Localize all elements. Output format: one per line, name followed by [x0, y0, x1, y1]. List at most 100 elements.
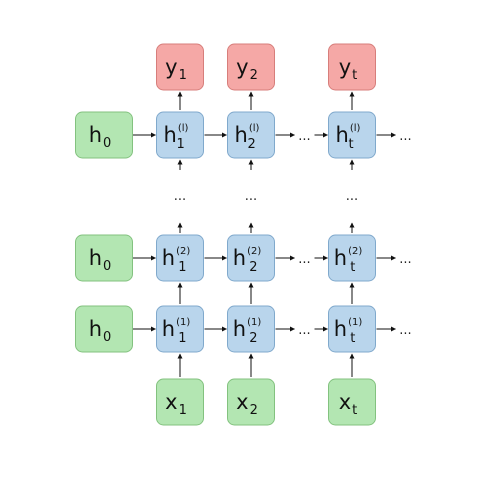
input-label: x1: [165, 390, 187, 418]
input-symbol: x: [165, 390, 177, 414]
hidden-state-symbol: h: [235, 123, 248, 147]
connection-arrows: [133, 91, 396, 377]
hidden-state-symbol: h: [336, 123, 349, 147]
hidden-state-label: h(l) 1: [164, 123, 189, 152]
output-label: yt: [339, 55, 358, 83]
hidden-state-symbol: h: [233, 246, 246, 270]
input-node-box: [328, 378, 376, 426]
input-node: x1: [156, 378, 204, 426]
hidden-state-symbol: h: [233, 317, 246, 341]
hidden-state-label: h(2)1: [162, 246, 191, 275]
layer-ellipsis: ...: [346, 189, 358, 204]
initial-state-subscript: 0: [103, 259, 111, 274]
output-label: y1: [165, 55, 187, 83]
time-ellipsis: ...: [399, 129, 411, 144]
ellipsis-marks: ...........................: [174, 129, 412, 338]
hidden-state-subscript: t: [348, 137, 353, 152]
time-ellipsis: ...: [399, 252, 411, 267]
output-node: y1: [156, 43, 204, 91]
input-subscript: t: [352, 403, 357, 418]
hidden-state-symbol: h: [162, 317, 175, 341]
hidden-state-label: h(l) 2: [235, 123, 260, 152]
initial-state-symbol: h: [89, 246, 102, 270]
output-subscript: t: [352, 68, 357, 83]
layer-ellipsis: ...: [245, 189, 257, 204]
output-subscript: 1: [179, 68, 187, 83]
hidden-state-superscript: (1): [176, 317, 190, 328]
hidden-state-superscript: (l): [178, 123, 189, 134]
hidden-state-node: h(2)1: [156, 234, 204, 282]
hidden-state-subscript: 1: [176, 137, 184, 152]
initial-state-label: h0: [89, 123, 112, 151]
hidden-state-node: h(1) 1: [156, 305, 204, 353]
hidden-state-superscript: (1): [247, 317, 261, 328]
hidden-state-superscript: (l): [249, 123, 260, 134]
hidden-state-node: h(l) 2: [227, 111, 275, 159]
hidden-state-symbol: h: [334, 246, 347, 270]
input-label: xt: [339, 390, 358, 418]
hidden-state-label: h(1) 2: [233, 317, 262, 346]
initial-state-node: h0: [75, 234, 133, 282]
output-symbol: y: [339, 55, 351, 79]
output-node-box: [328, 43, 376, 91]
input-node-box: [227, 378, 275, 426]
hidden-state-node-box: [328, 305, 376, 353]
initial-state-node: h0: [75, 305, 133, 353]
input-subscript: 2: [250, 403, 258, 418]
hidden-state-superscript: (2): [348, 246, 362, 257]
hidden-state-subscript: 2: [249, 260, 257, 275]
input-symbol: x: [339, 390, 351, 414]
hidden-state-node: h(1) t: [328, 305, 376, 353]
hidden-state-subscript: 2: [247, 137, 255, 152]
hidden-state-label: h(1) t: [334, 317, 363, 346]
hidden-state-label: h(2) 2: [233, 246, 262, 275]
hidden-state-superscript: (2): [247, 246, 261, 257]
time-ellipsis: ...: [399, 323, 411, 338]
hidden-state-superscript: (2): [176, 246, 190, 257]
input-node: xt: [328, 378, 376, 426]
hidden-state-label: h(2) t: [334, 246, 363, 275]
hidden-state-superscript: (l): [350, 123, 361, 134]
output-symbol: y: [165, 55, 177, 79]
hidden-state-symbol: h: [334, 317, 347, 341]
hidden-state-symbol: h: [164, 123, 177, 147]
initial-state-node-box: [75, 234, 133, 282]
input-label: x2: [236, 390, 258, 418]
output-node: yt: [328, 43, 376, 91]
time-ellipsis: ...: [298, 252, 310, 267]
initial-state-symbol: h: [89, 123, 102, 147]
output-node: y2: [227, 43, 275, 91]
hidden-state-subscript: t: [350, 331, 355, 346]
initial-state-node-box: [75, 305, 133, 353]
hidden-state-subscript: t: [350, 260, 355, 275]
hidden-state-node-box: [227, 111, 275, 159]
initial-state-label: h0: [89, 246, 112, 274]
output-node-box: [156, 43, 204, 91]
hidden-state-node: h(1) 2: [227, 305, 275, 353]
hidden-state-label: h(l) t: [336, 123, 361, 152]
initial-state-subscript: 0: [103, 136, 111, 151]
hidden-state-subscript: 1: [178, 331, 186, 346]
hidden-state-node-box: [328, 234, 376, 282]
hidden-state-node: h(2) t: [328, 234, 376, 282]
input-node-box: [156, 378, 204, 426]
hidden-state-node: h(2) 2: [227, 234, 275, 282]
time-ellipsis: ...: [298, 129, 310, 144]
hidden-state-superscript: (1): [348, 317, 362, 328]
initial-state-node-box: [75, 111, 133, 159]
hidden-state-node-box: [156, 111, 204, 159]
output-node-box: [227, 43, 275, 91]
output-symbol: y: [236, 55, 248, 79]
initial-state-node: h0: [75, 111, 133, 159]
input-node: x2: [227, 378, 275, 426]
output-label: y2: [236, 55, 258, 83]
hidden-state-node: h(l) t: [328, 111, 376, 159]
initial-state-symbol: h: [89, 317, 102, 341]
hidden-state-subscript: 2: [249, 331, 257, 346]
hidden-state-symbol: h: [162, 246, 175, 270]
input-symbol: x: [236, 390, 248, 414]
initial-state-subscript: 0: [103, 330, 111, 345]
hidden-state-node: h(l) 1: [156, 111, 204, 159]
